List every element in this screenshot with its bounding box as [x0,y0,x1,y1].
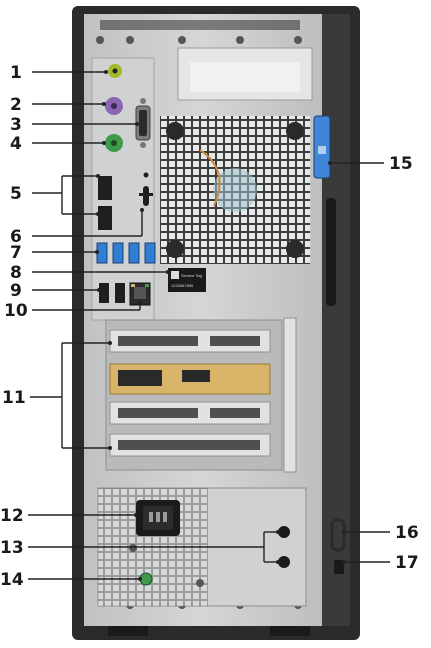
power-connector[interactable] [136,500,180,536]
callout-5: 5 [10,174,100,216]
power-button[interactable] [139,172,153,207]
callout-16: 16 [342,523,419,543]
callout-15: 15 [328,154,413,174]
service-tag-label: Service Tag 1234567890 [168,268,206,292]
callout-number: 8 [10,263,22,283]
audio-line-out-port[interactable] [108,64,122,78]
service-tag-title: Service Tag [181,273,202,278]
usb2-ports[interactable] [99,283,125,303]
callout-6: 6 [10,208,144,247]
ps2-mouse-port[interactable] [105,134,123,152]
service-tag-number: 1234567890 [171,283,194,288]
callout-17: 17 [342,553,419,573]
callout-number: 12 [0,506,24,526]
psu-diagnostic-button[interactable] [278,526,290,568]
callout-14: 14 [0,570,142,590]
usb3-ports[interactable] [96,242,156,264]
security-slot[interactable] [334,560,344,574]
callout-number: 9 [10,281,22,301]
release-latch[interactable] [313,115,331,179]
displayport-ports[interactable] [98,176,112,230]
callout-1: 1 [10,63,108,83]
callout-2: 2 [10,95,106,115]
callout-number: 10 [4,301,28,321]
callout-number: 3 [10,115,22,135]
callout-number: 1 [10,63,22,83]
callout-number: 6 [10,227,22,247]
callout-9: 9 [10,281,101,301]
ps2-keyboard-port[interactable] [105,97,123,115]
callout-8: 8 [10,263,170,283]
callout-number: 14 [0,570,24,590]
callout-3: 3 [10,115,139,135]
padlock-ring[interactable] [330,518,346,552]
callout-7: 7 [10,243,99,263]
side-grip [326,198,336,306]
callout-number: 15 [389,154,413,174]
callout-11: 11 [2,341,112,450]
callout-number: 2 [10,95,22,115]
callout-number: 4 [10,134,22,154]
rear-fan [160,116,310,264]
serial-port[interactable] [135,98,151,148]
callout-number: 5 [10,184,22,204]
callout-number: 16 [395,523,419,543]
callout-number: 17 [395,553,419,573]
callout-10: 10 [4,301,142,321]
callout-12: 12 [0,506,138,526]
expansion-slots[interactable] [105,317,297,473]
callout-number: 11 [2,388,26,408]
callout-number: 13 [0,538,24,558]
callout-4: 4 [10,134,106,154]
callout-13: 13 [0,530,280,564]
callout-number: 7 [10,243,22,263]
